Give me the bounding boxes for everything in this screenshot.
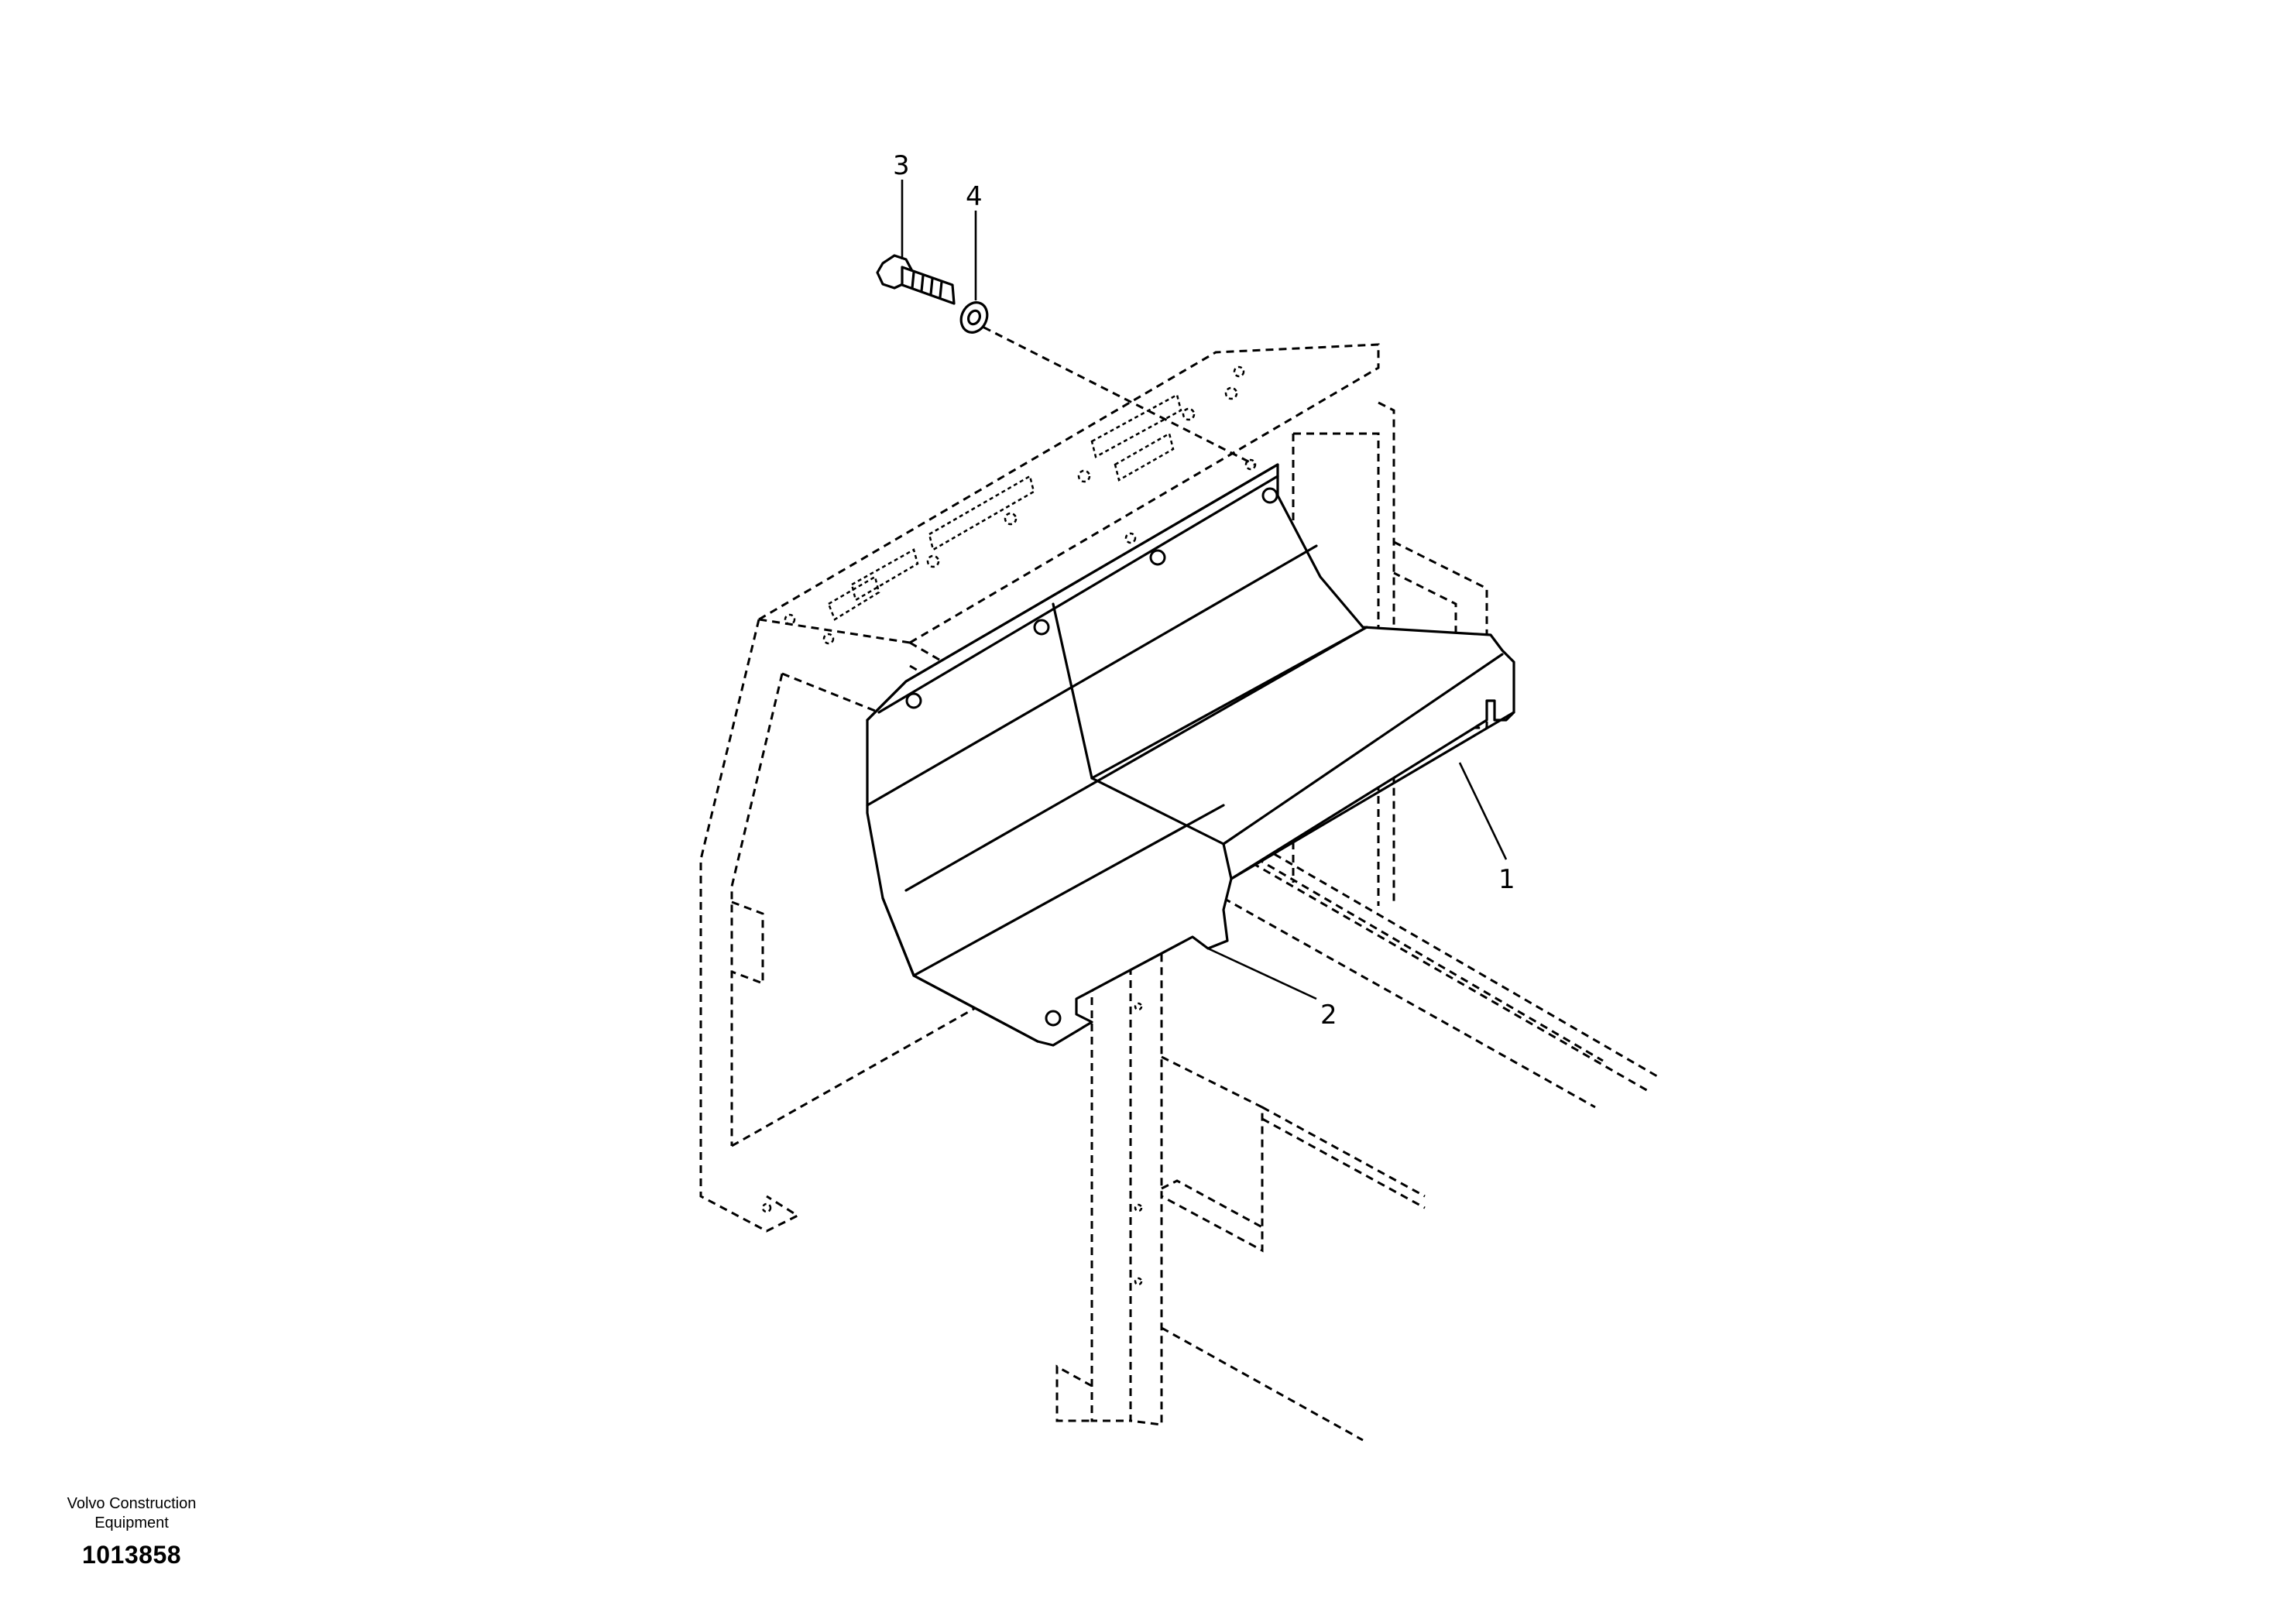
- callout-3: 3: [893, 150, 910, 181]
- bolt-icon: [876, 254, 956, 305]
- leader-lines: [901, 180, 1508, 1000]
- washer-icon: [959, 301, 989, 334]
- callout-1: 1: [1498, 864, 1515, 895]
- callout-2: 2: [1320, 1000, 1337, 1031]
- bracket-plate-part: [866, 463, 1515, 1047]
- callout-4: 4: [966, 181, 983, 212]
- document-number: 1013858: [81, 1541, 182, 1569]
- company-name: Volvo Construction Equipment: [67, 1495, 197, 1532]
- footer: Volvo Construction Equipment 1013858: [46, 1494, 217, 1569]
